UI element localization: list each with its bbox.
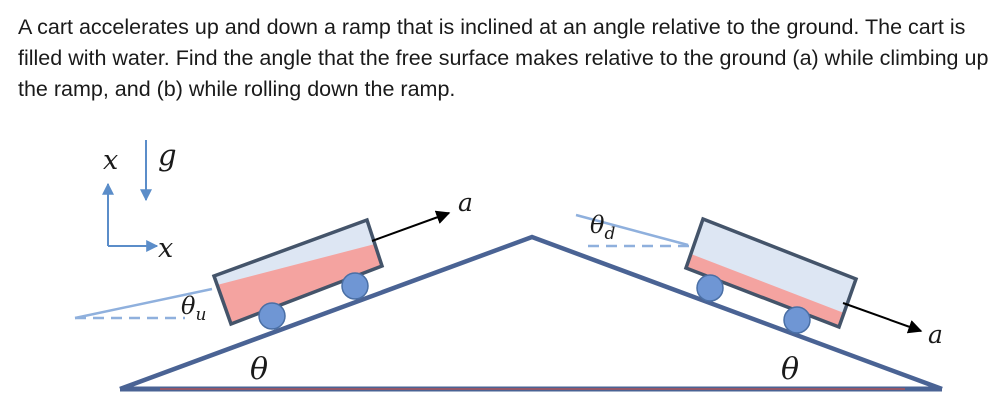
- left-cart-water: [217, 244, 382, 324]
- left-cart-rear-wheel: [258, 302, 286, 330]
- vertical-axis-label: x: [103, 145, 118, 176]
- left-surface-angle-label: θu: [181, 292, 206, 325]
- left-acceleration-arrow: [371, 210, 451, 242]
- left-acceleration-label: a: [458, 188, 473, 217]
- right-cart: a θd θ: [575, 211, 943, 387]
- left-cart: a θu θ: [74, 188, 473, 387]
- right-surface-angle-label: θd: [590, 211, 615, 244]
- axis-indicator: x g x: [102, 138, 177, 264]
- ramp-slopes: [119, 234, 943, 392]
- problem-statement: A cart accelerates up and down a ramp th…: [18, 15, 989, 101]
- left-ramp-angle-label: θ: [250, 352, 268, 387]
- right-free-surface-extension: [575, 213, 689, 247]
- left-cart-front-wheel: [341, 272, 369, 300]
- left-free-surface-extension: [74, 287, 213, 320]
- right-cart-rear-wheel: [696, 274, 724, 302]
- right-cart-front-wheel: [783, 306, 811, 334]
- right-acceleration-arrow: [842, 302, 923, 334]
- horizontal-axis-label: x: [158, 233, 173, 264]
- right-cart-body: [683, 216, 859, 330]
- ramp: [119, 234, 943, 392]
- gravity-label: g: [158, 138, 177, 172]
- right-acceleration-label: a: [928, 320, 943, 349]
- left-cart-body: [211, 217, 385, 327]
- right-ramp-angle-label: θ: [781, 352, 799, 387]
- right-cart-air: [686, 219, 856, 327]
